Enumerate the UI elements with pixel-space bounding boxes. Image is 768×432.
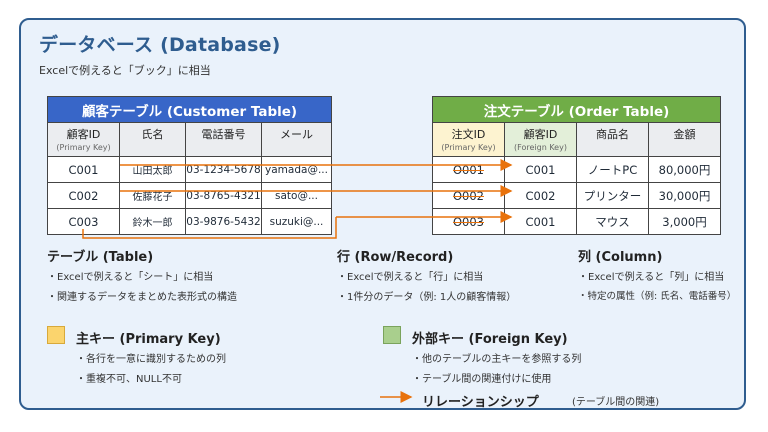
- table-bullet: ・Excelで例えると「シート」に相当: [47, 272, 214, 283]
- primary-key-bullet: ・重複不可、NULL不可: [76, 374, 182, 385]
- column-bullet: ・Excelで例えると「列」に相当: [578, 272, 725, 283]
- table-cell: 80,000円: [647, 156, 722, 183]
- column-bullet: ・特定の属性（例: 氏名、電話番号）: [578, 291, 737, 302]
- order-col-amount: 金額: [647, 122, 722, 157]
- foreign-key-title: 外部キー (Foreign Key): [412, 332, 568, 347]
- fk-cell: C001: [504, 208, 577, 235]
- foreign-key-bullet: ・テーブル間の関連付けに使用: [412, 374, 552, 385]
- customer-col-id: 顧客ID(Primary Key): [47, 122, 120, 157]
- table-row: O001 C001 ノートPC 80,000円: [432, 156, 722, 183]
- pk-cell: O001: [432, 156, 505, 183]
- table-row: O002 C002 プリンター 30,000円: [432, 182, 722, 209]
- table-cell: プリンター: [576, 182, 649, 209]
- table-bullet: ・関連するデータをまとめた表形式の構造: [47, 292, 237, 303]
- pk-cell: C002: [47, 182, 120, 209]
- relationship-note: (テーブル間の関連): [572, 397, 660, 408]
- row-section-title: 行 (Row/Record): [337, 250, 454, 265]
- customer-table-caption: 顧客テーブル (Customer Table): [47, 96, 332, 123]
- relationship-label: リレーションシップ: [422, 395, 539, 410]
- order-col-id: 注文ID(Primary Key): [432, 122, 505, 157]
- fk-cell: C002: [504, 182, 577, 209]
- table-row: C003 鈴木一郎 03-9876-5432 suzuki@...: [47, 208, 332, 235]
- table-cell: 03-1234-5678: [185, 156, 262, 183]
- customer-col-name: 氏名: [119, 122, 186, 157]
- table-cell: yamada@...: [261, 156, 332, 183]
- table-cell: マウス: [576, 208, 649, 235]
- table-cell: 03-8765-4321: [185, 182, 262, 209]
- pk-cell: O003: [432, 208, 505, 235]
- fk-cell: C001: [504, 156, 577, 183]
- row-bullet: ・1件分のデータ（例: 1人の顧客情報）: [337, 292, 517, 303]
- table-cell: 佐藤花子: [119, 182, 186, 209]
- primary-key-bullet: ・各行を一意に識別するための列: [76, 354, 226, 365]
- primary-key-swatch: [47, 326, 65, 344]
- table-section-title: テーブル (Table): [47, 250, 154, 265]
- table-cell: 3,000円: [647, 208, 722, 235]
- order-col-product: 商品名: [576, 122, 649, 157]
- customer-table: 顧客テーブル (Customer Table) 顧客ID(Primary Key…: [47, 96, 332, 235]
- table-cell: ノートPC: [576, 156, 649, 183]
- table-row: C001 山田太郎 03-1234-5678 yamada@...: [47, 156, 332, 183]
- page-title: データベース (Database): [39, 34, 281, 56]
- table-cell: suzuki@...: [261, 208, 332, 235]
- table-row: O003 C001 マウス 3,000円: [432, 208, 722, 235]
- order-table: 注文テーブル (Order Table) 注文ID(Primary Key) 顧…: [431, 96, 722, 235]
- table-cell: sato@...: [261, 182, 332, 209]
- table-row: C002 佐藤花子 03-8765-4321 sato@...: [47, 182, 332, 209]
- foreign-key-bullet: ・他のテーブルの主キーを参照する列: [412, 354, 582, 365]
- table-cell: 30,000円: [647, 182, 722, 209]
- pk-cell: C001: [47, 156, 120, 183]
- customer-col-email: メール: [261, 122, 332, 157]
- page-subtitle: Excelで例えると「ブック」に相当: [39, 64, 211, 77]
- foreign-key-swatch: [383, 326, 401, 344]
- order-table-caption: 注文テーブル (Order Table): [431, 96, 722, 123]
- pk-cell: C003: [47, 208, 120, 235]
- row-bullet: ・Excelで例えると「行」に相当: [337, 272, 484, 283]
- customer-col-phone: 電話番号: [185, 122, 262, 157]
- column-section-title: 列 (Column): [578, 250, 663, 265]
- primary-key-title: 主キー (Primary Key): [76, 332, 221, 347]
- table-cell: 鈴木一郎: [119, 208, 186, 235]
- table-cell: 03-9876-5432: [185, 208, 262, 235]
- table-cell: 山田太郎: [119, 156, 186, 183]
- order-col-customer-id: 顧客ID(Foreign Key): [504, 122, 577, 157]
- pk-cell: O002: [432, 182, 505, 209]
